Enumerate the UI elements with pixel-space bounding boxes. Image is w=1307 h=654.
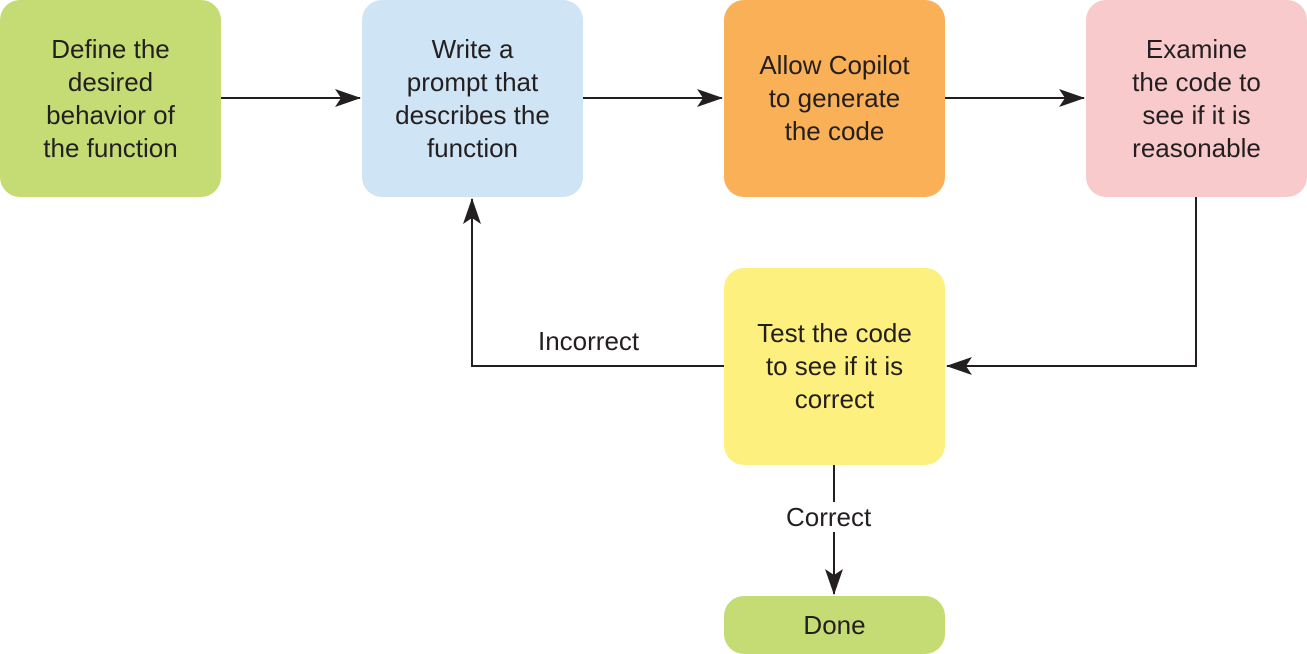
arrow-test-to-prompt [463, 198, 724, 367]
step-generate-code: Allow Copilot to generate the code [724, 0, 945, 197]
edge-label-correct: Correct [784, 502, 874, 532]
step-test-code: Test the code to see if it is correct [724, 268, 945, 465]
arrow-examine-to-test [946, 197, 1197, 375]
step-generate-code-label: Allow Copilot to generate the code [759, 50, 910, 146]
step-examine-code-label: Examine the code to see if it is reasona… [1132, 33, 1261, 163]
step-write-prompt: Write a prompt that describes the functi… [362, 0, 583, 197]
step-write-prompt-label: Write a prompt that describes the functi… [395, 33, 550, 163]
edge-label-incorrect: Incorrect [538, 326, 640, 356]
step-test-code-label: Test the code to see if it is correct [757, 318, 912, 414]
step-done-label: Done [803, 609, 866, 640]
step-define-behavior-label: Define the desired behavior of the funct… [43, 33, 178, 163]
step-define-behavior: Define the desired behavior of the funct… [0, 0, 221, 197]
step-examine-code: Examine the code to see if it is reasona… [1086, 0, 1307, 197]
step-done: Done [724, 596, 945, 654]
